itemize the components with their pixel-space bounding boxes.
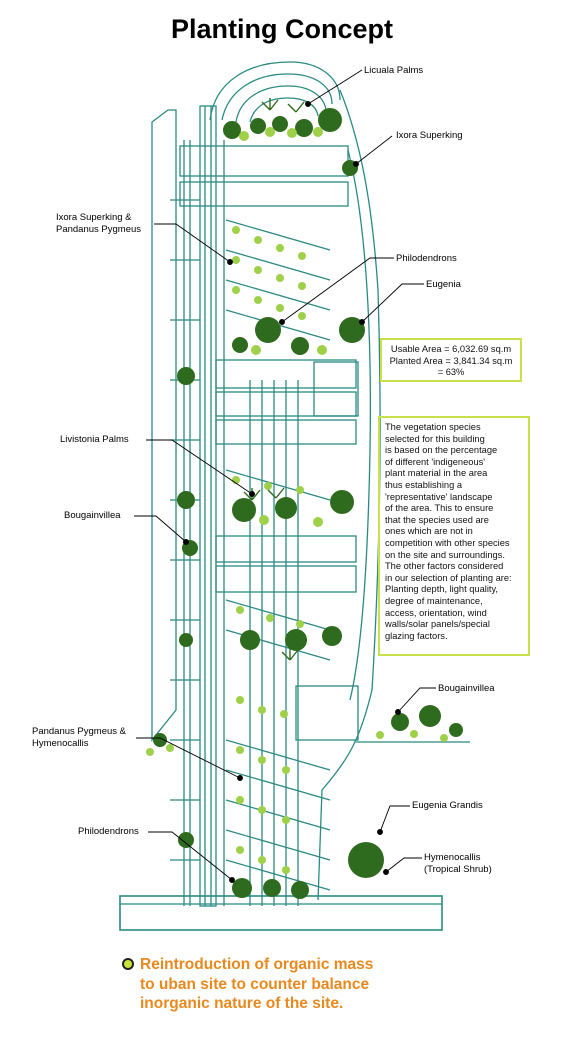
- usable-area-text: Usable Area = 6,032.69 sq.m: [390, 344, 512, 354]
- description-line: on the site and surroundings.: [385, 549, 505, 560]
- description-line: glazing factors.: [385, 630, 448, 641]
- diagram-title: Planting Concept: [171, 14, 393, 44]
- label-ixora-superking: Ixora Superking: [396, 130, 463, 141]
- label-hymenocallis-line1: Hymenocallis: [424, 852, 481, 863]
- description-line: thus establishing a: [385, 479, 463, 490]
- description-line: degree of maintenance,: [385, 595, 483, 606]
- concept-line: to uban site to counter balance: [140, 975, 370, 993]
- description-line: competition with other species: [385, 537, 510, 548]
- description-line: The vegetation species: [385, 422, 481, 432]
- label-hymenocallis-line2: (Tropical Shrub): [424, 864, 492, 875]
- vegetation-description-box: The vegetation species selected for this…: [378, 416, 530, 656]
- label-eugenia: Eugenia: [426, 279, 461, 290]
- concept-line: inorganic nature of the site.: [140, 995, 344, 1012]
- building-structure: [119, 61, 470, 931]
- label-livistonia-palms: Livistonia Palms: [60, 434, 129, 445]
- description-line: is based on the percentage: [385, 445, 498, 456]
- description-line: Planting depth, light quality,: [385, 584, 499, 595]
- label-philodendrons-top: Philodendrons: [396, 253, 457, 264]
- description-line: of the area. This to ensure: [385, 503, 494, 514]
- bullet-icon: [122, 958, 134, 970]
- description-line: access, orientation, wind: [385, 607, 487, 618]
- label-licuala-palms: Licuala Palms: [364, 65, 424, 76]
- description-line: 'representative' landscape: [385, 491, 493, 502]
- label-bougainvillea-right: Bougainvillea: [438, 683, 495, 694]
- description-line: that the species used are: [385, 514, 489, 525]
- label-ixora-pandanus-line1: Ixora Superking &: [56, 212, 132, 223]
- label-eugenia-grandis: Eugenia Grandis: [412, 800, 483, 811]
- label-pandanus-hymenocallis-line1: Pandanus Pygmeus &: [32, 726, 127, 737]
- description-line: plant material in the area: [385, 468, 488, 479]
- description-line: walls/solar panels/special: [385, 619, 490, 630]
- planted-percentage-text: = 63%: [437, 367, 465, 378]
- leader-lines: [134, 69, 436, 883]
- planted-area-text: Planted Area = 3,841.34 sq.m: [389, 355, 513, 366]
- description-line: of different 'indigeneous': [385, 456, 486, 467]
- label-bougainvillea-left: Bougainvillea: [64, 510, 121, 521]
- description-line: ones which are not in: [385, 526, 473, 537]
- area-summary-box: Usable Area = 6,032.69 sq.m Planted Area…: [380, 338, 522, 382]
- concept-line: Reintroduction of organic mass: [140, 956, 374, 973]
- description-line: The other factors considered: [385, 561, 504, 572]
- concept-statement: Reintroduction of organic mass to uban s…: [140, 955, 460, 1014]
- label-pandanus-hymenocallis-line2: Hymenocallis: [32, 738, 89, 749]
- label-philodendrons-bottom: Philodendrons: [78, 826, 139, 837]
- description-line: in our selection of planting are:: [385, 572, 512, 583]
- label-ixora-pandanus-line2: Pandanus Pygmeus: [56, 224, 142, 235]
- description-line: selected for this building: [385, 433, 485, 444]
